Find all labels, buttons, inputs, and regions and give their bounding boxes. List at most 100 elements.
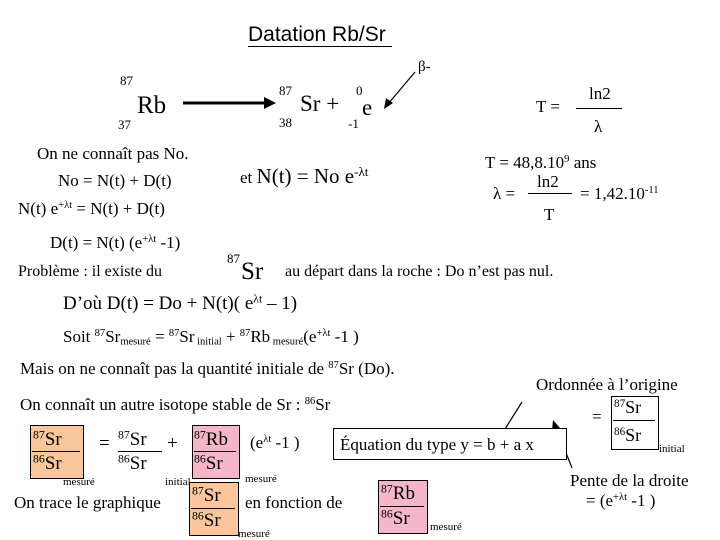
lambda-value-text: = 1,42.10 <box>580 184 645 203</box>
ratio-box-rb <box>192 425 240 479</box>
left-eq-line3-exp: +λt <box>58 200 73 212</box>
graph-y-sub: mesuré <box>238 528 270 540</box>
intercept-sub: initial <box>659 443 685 455</box>
consequence-exp: λt <box>253 292 263 306</box>
lambda-value: = 1,42.10-11 <box>580 185 659 202</box>
lambda-fraction-bar <box>528 193 572 194</box>
ratio-eq-sign: = <box>99 433 110 454</box>
graph-y-den: 86Sr <box>192 510 221 531</box>
other-isotope-a: On connaît un autre isotope stable de Sr… <box>20 395 305 414</box>
electron-symbol: e <box>362 95 373 120</box>
ratio-paren-exp: λt <box>263 434 272 446</box>
unknown-text: Mais on ne connaît pas la quantité initi… <box>20 360 395 377</box>
intercept-num: 87Sr <box>614 398 641 416</box>
graph-b: en fonction de <box>245 493 343 512</box>
soit-plus: + <box>221 327 240 346</box>
rb-symbol: Rb <box>137 92 167 119</box>
graph-a: On trace le graphique <box>14 493 161 512</box>
graph-y-box <box>189 482 239 536</box>
decay-law-main: N(t) = No e <box>256 164 355 188</box>
ratio2-sub: initial <box>165 476 191 488</box>
problem-tail: au départ dans la roche : Do n’est pas n… <box>285 263 554 280</box>
ratio2-num: 87Sr <box>118 429 147 450</box>
half-life-value-text: T = 48,8.10 <box>485 153 565 172</box>
t-fraction-bar <box>576 108 622 109</box>
consequence-b: – 1) <box>262 293 298 314</box>
soit-paren-a: (e <box>303 327 317 346</box>
soit-eq: = <box>150 327 169 346</box>
consequence: D’où D(t) = Do + N(t)( eλt – 1) <box>63 292 298 314</box>
unknown-s: Sr (Do). <box>338 359 395 378</box>
graph-y-num-m: 87 <box>192 484 204 498</box>
graph-x-den-m: 86 <box>381 507 393 521</box>
ratio2-den: 86Sr <box>118 452 147 473</box>
title-text: Datation Rb/Sr <box>248 23 386 46</box>
ratio2-den-m: 86 <box>118 452 130 466</box>
page-title: Datation Rb/Sr <box>248 24 386 45</box>
consequence-a: D’où D(t) = Do + N(t)( e <box>63 293 254 314</box>
soit-paren-b: -1 ) <box>330 327 359 346</box>
other-isotope-s: Sr <box>315 395 331 414</box>
intercept-label: Ordonnée à l’origine <box>536 375 678 394</box>
electron-atomic-number: -1 <box>348 116 359 131</box>
soit-m1: 87 <box>94 328 106 340</box>
unknown-m: 87 <box>328 360 339 372</box>
graph-x-bar <box>380 506 424 507</box>
sr-mass-number: 87 <box>279 83 292 98</box>
soit-line: Soit 87Srmesuré = 87Sr initial + 87Rb me… <box>63 327 359 348</box>
graph-x-den-s: Sr <box>392 508 410 529</box>
left-eq-line3-a: N(t) e <box>18 199 59 218</box>
t-numerator: ln2 <box>589 84 611 103</box>
soit-a: Soit <box>63 327 95 346</box>
ratio-paren-b: -1 ) <box>271 433 300 452</box>
slope-line2-a: = (e <box>586 491 614 510</box>
graph-y-num-s: Sr <box>203 485 221 506</box>
ratio3-num: 87Rb <box>194 429 228 450</box>
ratio3-den: 86Sr <box>194 453 223 473</box>
intercept-den-m: 86 <box>614 425 626 438</box>
ratio1-den: 86Sr <box>33 452 62 473</box>
slope-line1: Pente de la droite <box>570 471 689 490</box>
graph-y-den-s: Sr <box>203 510 221 531</box>
ratio3-bar <box>194 451 236 452</box>
soit-s2: Sr <box>179 327 195 346</box>
soit-exp: +λt <box>316 328 331 340</box>
ratio-plus: + <box>167 433 178 454</box>
sr-atomic-number: 38 <box>279 115 292 130</box>
soit-m3: 87 <box>239 328 251 340</box>
soit-sub3: mesuré <box>270 336 304 348</box>
sr-symbol-text: Sr <box>300 91 321 116</box>
ratio3-num-s: Rb <box>205 429 228 450</box>
ratio1-bar <box>32 451 80 452</box>
slope-exp: +λt <box>613 492 628 504</box>
ratio3-sub: mesuré <box>245 473 277 485</box>
left-eq-line1: On ne connaît pas No. <box>37 144 189 163</box>
slope-line2: = (e+λt -1 ) <box>586 492 655 509</box>
intercept-den-s: Sr <box>625 425 642 445</box>
slope-line2-b: -1 ) <box>627 491 656 510</box>
ratio1-sub: mesuré <box>63 476 95 488</box>
left-eq-line4-a: D(t) = N(t) (e <box>50 233 143 252</box>
problem-lead: Problème : il existe du <box>18 263 162 280</box>
left-eq-line4: D(t) = N(t) (e+λt -1) <box>50 234 180 251</box>
ratio2-num-s: Sr <box>129 429 147 450</box>
left-eq-line4-exp: +λt <box>142 234 157 246</box>
sr-symbol: Sr + <box>300 92 339 115</box>
t-denominator: λ <box>594 117 603 136</box>
ratio1-den-m: 86 <box>33 452 45 466</box>
other-isotope: On connaît un autre isotope stable de Sr… <box>20 396 330 413</box>
decay-plus: + <box>326 91 340 116</box>
lambda-numerator: ln2 <box>537 172 559 191</box>
decay-law-prefix: et <box>240 168 257 187</box>
problem-symbol: Sr <box>241 258 264 285</box>
intercept-bar <box>613 420 655 421</box>
ratio1-num-s: Sr <box>44 429 62 450</box>
electron-mass-number: 0 <box>356 83 363 98</box>
intercept-box <box>611 396 659 450</box>
decay-law-exp: -λt <box>354 163 369 179</box>
soit-s3: Rb <box>250 327 271 346</box>
half-life-unit: ans <box>569 153 597 172</box>
graph-x-num-s: Rb <box>392 483 415 504</box>
other-isotope-m: 86 <box>304 396 316 408</box>
left-eq-line3-b: = N(t) + D(t) <box>72 199 165 218</box>
